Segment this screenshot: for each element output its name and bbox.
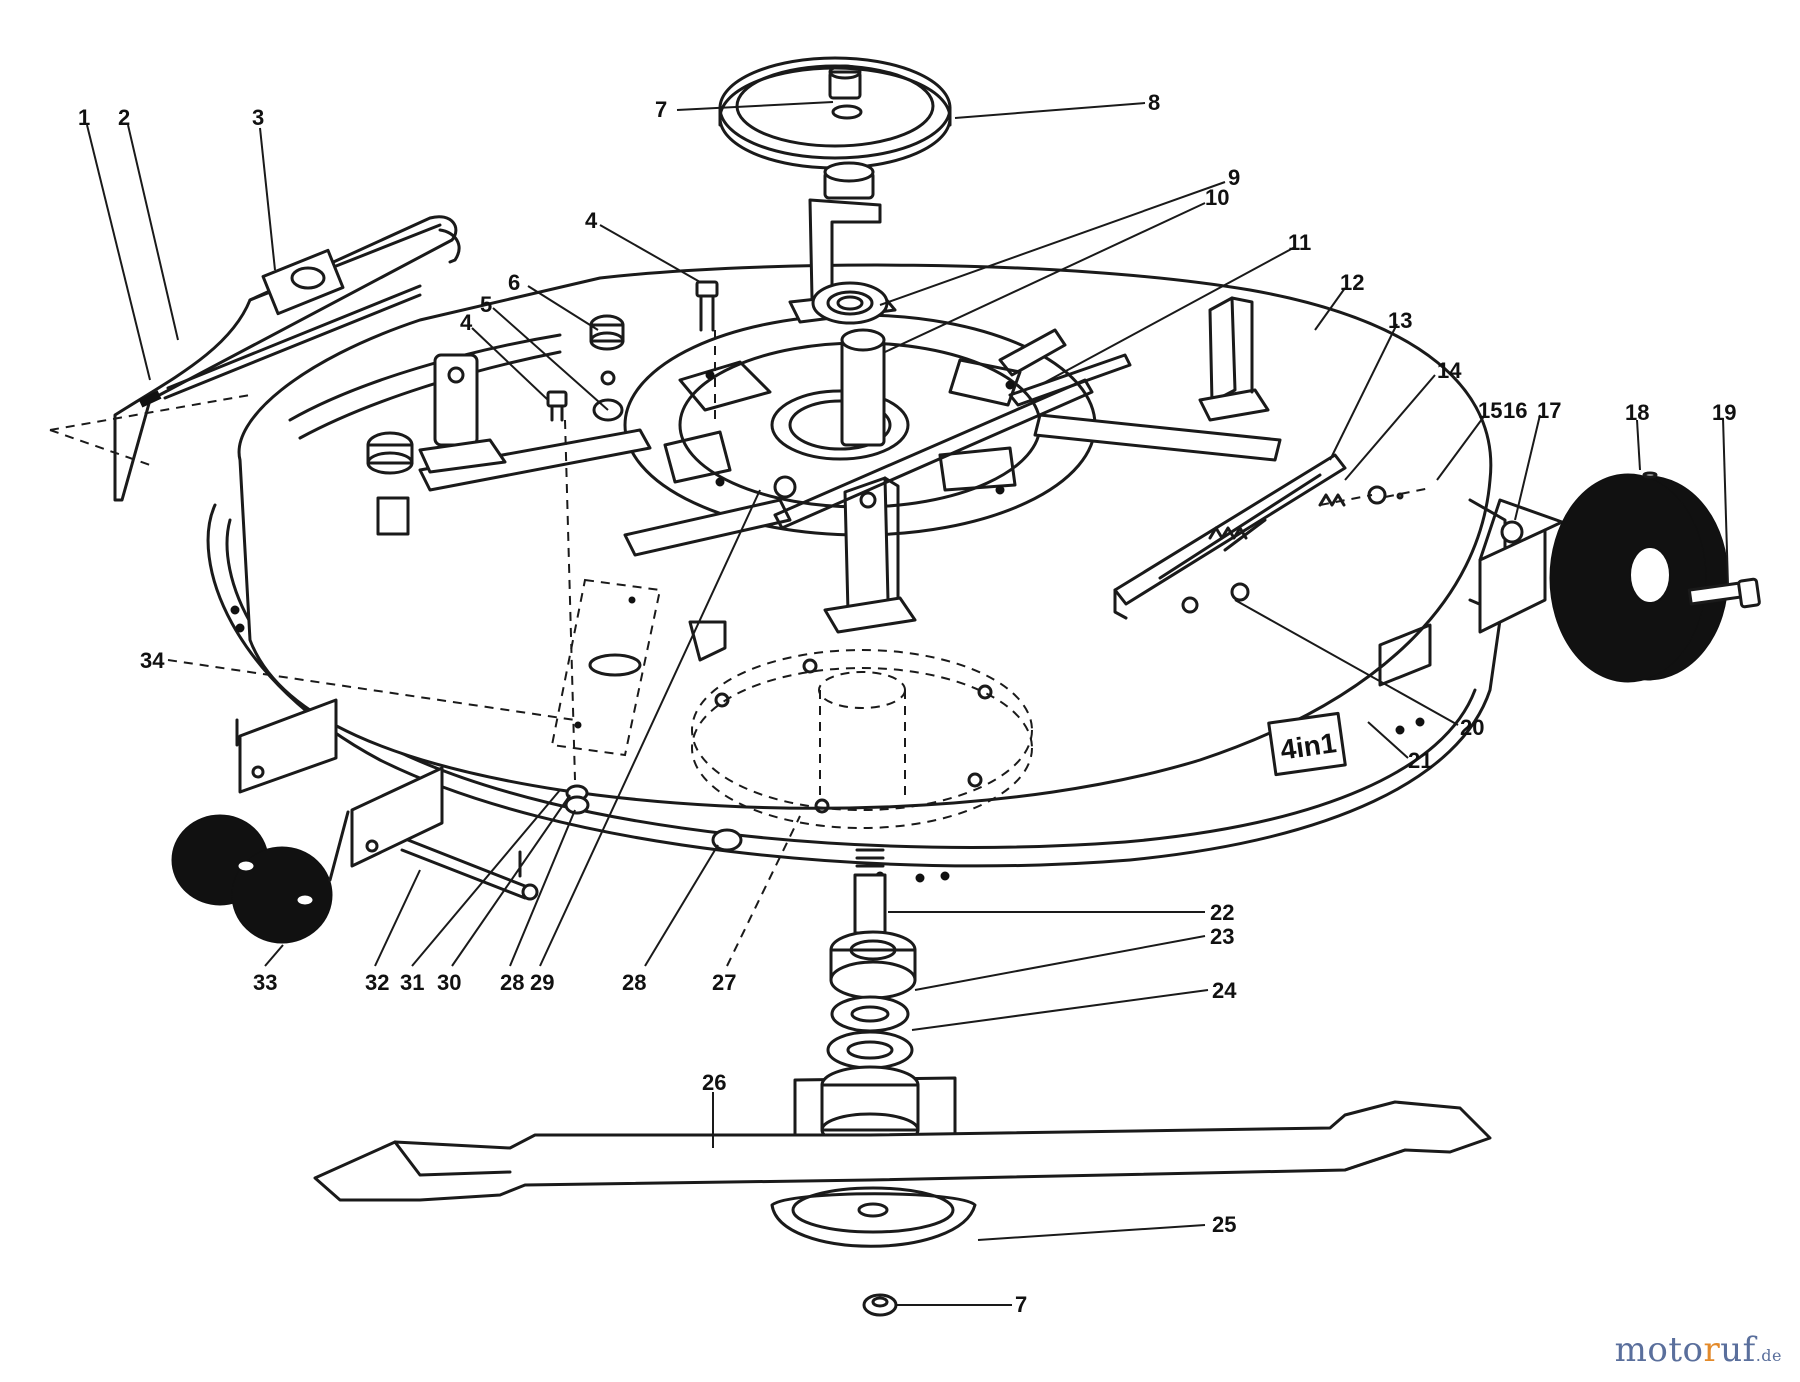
callout-12: 12 — [1340, 270, 1364, 295]
callout-7-top: 7 — [655, 97, 667, 122]
callout-8: 8 — [1148, 90, 1160, 115]
callout-15: 15 — [1478, 398, 1502, 423]
pulley — [718, 56, 952, 200]
callout-1: 1 — [78, 105, 90, 130]
svg-text:4in1: 4in1 — [1278, 727, 1338, 765]
callout-16: 16 — [1503, 398, 1527, 423]
callout-26: 26 — [702, 1070, 726, 1095]
chute-bracket — [261, 248, 345, 316]
callout-34: 34 — [140, 648, 165, 673]
callout-18: 18 — [1625, 400, 1649, 425]
callout-14: 14 — [1437, 358, 1462, 383]
callout-30: 30 — [437, 970, 461, 995]
height-plate — [550, 578, 662, 757]
callout-28-right: 28 — [622, 970, 646, 995]
deck-decal — [1267, 711, 1347, 777]
callout-19: 19 — [1712, 400, 1736, 425]
callout-7-bottom: 7 — [1015, 1292, 1027, 1317]
blade — [313, 1100, 1492, 1202]
blade-cup — [770, 1186, 977, 1248]
watermark-logo: motoruf.de — [1615, 1330, 1782, 1370]
callout-17: 17 — [1537, 398, 1561, 423]
right-rear-bracket — [1198, 296, 1270, 422]
callout-13: 13 — [1388, 308, 1412, 333]
leader-lines — [49, 101, 1729, 1306]
wheel-bracket — [1478, 498, 1564, 634]
callout-3: 3 — [252, 105, 264, 130]
watermark-tld: .de — [1755, 1346, 1782, 1365]
chute-deflector — [113, 215, 461, 502]
spindle-shaft — [840, 328, 886, 447]
callout-28-left: 28 — [500, 970, 524, 995]
rear-wheel — [1549, 471, 1729, 683]
bolt-4 — [695, 280, 719, 332]
callout-29: 29 — [530, 970, 554, 995]
deck-slot — [376, 496, 410, 536]
callout-21: 21 — [1408, 748, 1432, 773]
callout-4-left: 4 — [460, 310, 473, 335]
bearing-housing — [788, 198, 897, 325]
callout-27: 27 — [712, 970, 736, 995]
callout-20: 20 — [1460, 715, 1484, 740]
watermark-part3: uf — [1720, 1330, 1756, 1370]
height-adjust-bar — [1113, 453, 1347, 620]
callout-25: 25 — [1212, 1212, 1236, 1237]
front-pivot-bracket — [823, 476, 917, 634]
callout-9: 9 — [1228, 165, 1240, 190]
link-rod — [1008, 353, 1132, 407]
callout-24: 24 — [1212, 978, 1237, 1003]
callout-33: 33 — [253, 970, 277, 995]
callout-22: 22 — [1210, 900, 1234, 925]
rear-pivot-bracket — [366, 353, 507, 475]
front-wheels — [171, 810, 350, 944]
blade-nut — [862, 1293, 898, 1317]
callout-4-top: 4 — [585, 208, 598, 233]
callout-23: 23 — [1210, 924, 1234, 949]
callout-labels: 1 2 3 4 4 5 6 7 7 8 9 10 11 12 13 14 15 … — [78, 90, 1736, 1317]
lower-spindle-stack — [826, 848, 917, 1070]
callout-10: 10 — [1205, 185, 1229, 210]
callout-32: 32 — [365, 970, 389, 995]
callout-31: 31 — [400, 970, 424, 995]
underside-housing — [691, 649, 1033, 829]
callout-6: 6 — [508, 270, 520, 295]
watermark-part2: r — [1703, 1330, 1721, 1370]
callout-5: 5 — [480, 292, 492, 317]
callout-2: 2 — [118, 105, 130, 130]
axle-bolt — [1687, 577, 1761, 609]
watermark-part1: moto — [1614, 1330, 1704, 1370]
callout-11: 11 — [1288, 230, 1311, 255]
